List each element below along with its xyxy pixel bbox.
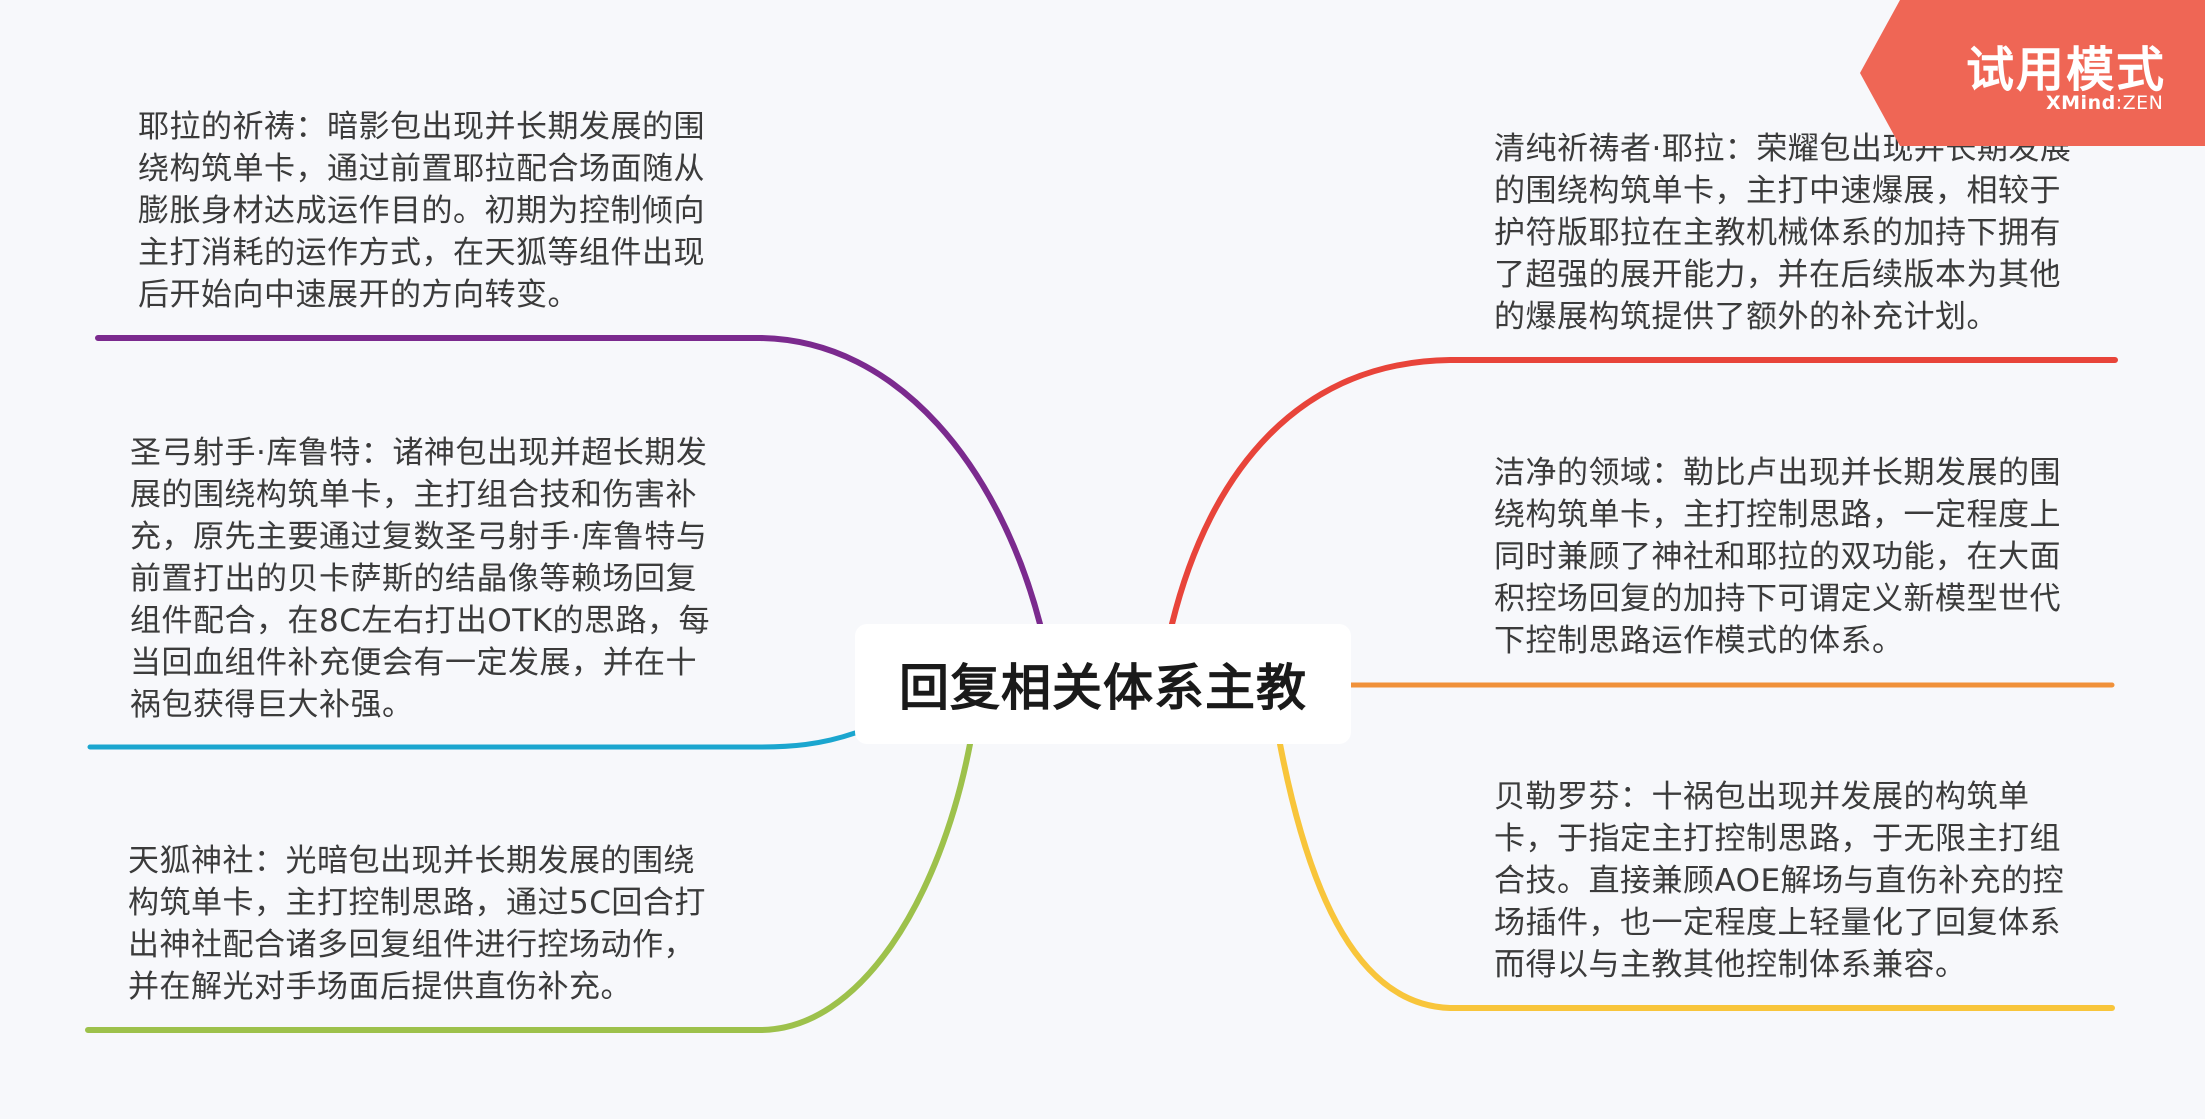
trial-mode-banner [1860,0,2205,146]
branch-line-right-top [1169,357,2118,627]
branch-line-left-bot [85,741,973,1033]
topic-left-top[interactable]: 耶拉的祈祷：暗影包出现并长期发展的围 绕构筑单卡，通过前置耶拉配合场面随从 膨胀… [138,109,705,313]
branch-line-left-top [95,335,1043,627]
branch-line-left-mid [87,730,858,750]
topic-right-mid[interactable]: 洁净的领域：勒比卢出现并长期发展的围 绕构筑单卡，主打控制思路，一定程度上 同时… [1494,455,2061,659]
xmind-brand-logo: XMind:ZEN [2046,92,2164,114]
topic-left-mid[interactable]: 圣弓射手·库鲁特：诸神包出现并超长期发 展的围绕构筑单卡，主打组合技和伤害补 充… [130,435,711,723]
topic-right-top[interactable]: 清纯祈祷者·耶拉：荣耀包出现并长期发展 的围绕构筑单卡，主打中速爆展，相较于 护… [1494,131,2072,335]
branch-line-right-bot [1277,741,2115,1011]
topic-left-bot[interactable]: 天狐神社：光暗包出现并长期发展的围绕 构筑单卡，主打控制思路，通过5C回合打 出… [128,843,706,1005]
trial-mode-label: 试用模式 [1966,42,2167,98]
central-topic[interactable]: 回复相关体系主教 [855,624,1351,744]
topic-right-bot[interactable]: 贝勒罗芬：十祸包出现并发展的构筑单 卡，于指定主打控制思路，于无限主打组 合技。… [1494,779,2065,983]
